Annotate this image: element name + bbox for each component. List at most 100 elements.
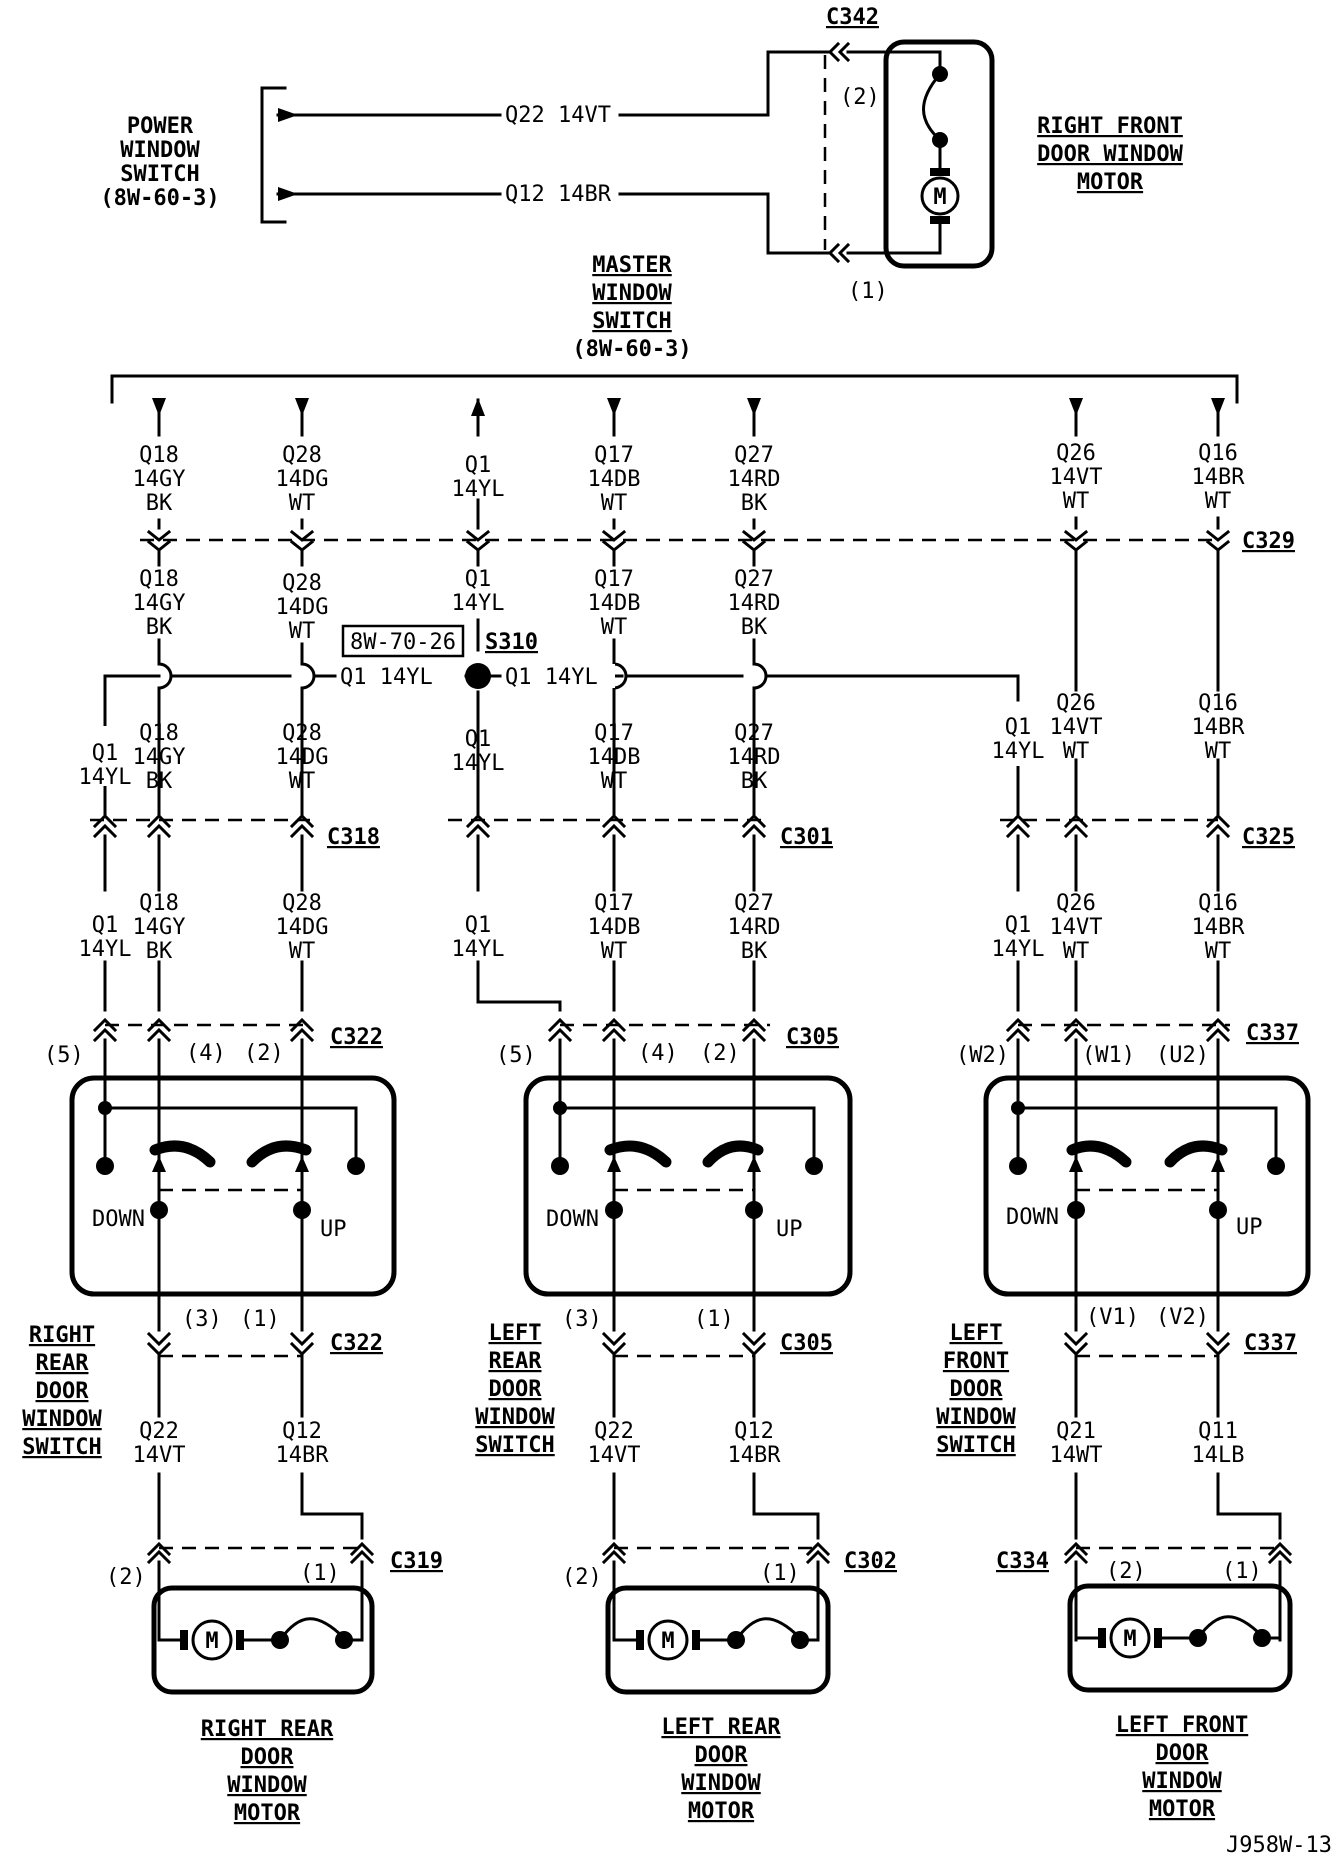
m6a: Q27 — [734, 891, 774, 916]
tw0c: BK — [146, 491, 173, 516]
upper-switch-wires — [103, 960, 1220, 1012]
tw0b: 14GY — [133, 467, 186, 492]
rr-sw-name3: WINDOW — [22, 1407, 102, 1432]
l7b: 14VT — [1050, 715, 1103, 740]
rr-switch-box — [69, 1075, 397, 1297]
mw0c: BK — [146, 615, 173, 640]
power-window-switch-line1: POWER — [127, 114, 194, 139]
rr-motor-m: M — [205, 1629, 218, 1654]
master-switch-line4: (8W-60-3) — [572, 337, 691, 362]
lf-pinv2: (V2) — [1156, 1305, 1209, 1330]
rr-sw-name4: SWITCH — [22, 1435, 101, 1460]
m6b: 14RD — [728, 915, 781, 940]
c329-label: C329 — [1242, 529, 1295, 554]
master-switch-line3: SWITCH — [592, 309, 671, 334]
lf-pinu2: (U2) — [1156, 1043, 1209, 1068]
lf-w2a: Q11 — [1198, 1419, 1238, 1444]
lf-pinv1: (V1) — [1086, 1305, 1139, 1330]
m2a: Q18 — [139, 891, 179, 916]
lower-switch-connectors: (3) (1) (3) (1) (V1) (V2) C322 C305 C337 — [146, 1305, 1297, 1418]
power-window-switch-group: POWER WINDOW SWITCH (8W-60-3) Q22 14VT Q… — [100, 5, 1183, 304]
c318-c301-c325-row: C318 C301 C325 — [90, 758, 1295, 892]
lf-w1a: Q21 — [1056, 1419, 1096, 1444]
l2a: Q18 — [139, 721, 179, 746]
lf-w2b: 14LB — [1192, 1443, 1245, 1468]
splice-wire-right: Q1 14YL — [505, 665, 598, 690]
lf-sw-name4: SWITCH — [936, 1433, 1015, 1458]
l4b: 14DB — [588, 745, 641, 770]
l4a: Q17 — [594, 721, 634, 746]
c322-upper-label: C322 — [330, 1025, 383, 1050]
c322-lower-label: C322 — [330, 1331, 383, 1356]
rf-motor-name1: RIGHT FRONT — [1037, 114, 1183, 139]
lf-sw-name1: FRONT — [943, 1349, 1009, 1374]
m8b: 14VT — [1050, 915, 1103, 940]
m5c: WT — [601, 939, 628, 964]
tw4c: BK — [741, 491, 768, 516]
lf-up-label: UP — [1236, 1215, 1263, 1240]
tw6a: Q16 — [1198, 441, 1238, 466]
right-rear-door-window-motor: M — [151, 1564, 375, 1695]
master-window-switch-group: MASTER WINDOW SWITCH (8W-60-3) — [110, 253, 1239, 404]
rr-m-pin2: (2) — [106, 1565, 146, 1590]
mid-wires — [103, 563, 1220, 812]
rr-w2b: 14BR — [276, 1443, 330, 1468]
rr-pin2: (2) — [244, 1041, 284, 1066]
rr-pin3: (3) — [182, 1307, 222, 1332]
master-switch-line1: MASTER — [592, 253, 672, 278]
lr-m-name1: DOOR — [695, 1743, 749, 1768]
lf-sw-name2: DOOR — [950, 1377, 1004, 1402]
rf-motor-arc — [922, 71, 943, 143]
lf-motor-m: M — [1123, 1627, 1136, 1652]
c302-label: C302 — [844, 1549, 897, 1574]
splice-wire-left: Q1 14YL — [340, 665, 433, 690]
power-window-switch-line4: (8W-60-3) — [100, 186, 219, 211]
tw2a: Q1 — [465, 453, 492, 478]
lf-sw-name0: LEFT — [950, 1321, 1003, 1346]
mw2b: 14YL — [452, 591, 505, 616]
m5a: Q17 — [594, 891, 634, 916]
mw1c: WT — [289, 619, 316, 644]
s310-below-a: Q1 — [465, 727, 492, 752]
lr-m-name2: WINDOW — [681, 1771, 761, 1796]
lr-w2a: Q12 — [734, 1419, 774, 1444]
lr-m-pin1: (1) — [760, 1561, 800, 1586]
m5b: 14DB — [588, 915, 641, 940]
rf-motor-brush2 — [930, 216, 950, 224]
rr-up-label: UP — [320, 1217, 347, 1242]
c334-label: C334 — [996, 1549, 1049, 1574]
lr-down-label: DOWN — [546, 1207, 599, 1232]
mw3b: 14DB — [588, 591, 641, 616]
wire-q22-rf-cont — [618, 50, 832, 117]
tw4b: 14RD — [728, 467, 781, 492]
q1-left-bg — [338, 664, 456, 688]
l3b: 14DG — [276, 745, 329, 770]
rf-motor-symbol — [920, 176, 960, 216]
lr-sw-name4: SWITCH — [475, 1433, 554, 1458]
tw5a: Q26 — [1056, 441, 1096, 466]
m9a: Q16 — [1198, 891, 1238, 916]
l1b: 14YL — [79, 765, 132, 790]
lf-m-pin2: (2) — [1106, 1559, 1146, 1584]
mid-wire-labels: Q18 14GY BK Q28 14DG WT Q1 14YL Q17 14DB… — [133, 567, 781, 644]
l3c: WT — [289, 769, 316, 794]
lf-m-name0: LEFT FRONT — [1116, 1713, 1248, 1738]
motor-wire-labels: Q22 14VT Q12 14BR Q22 14VT Q12 14BR Q21 … — [133, 1419, 1245, 1468]
c305-upper-label: C305 — [786, 1025, 839, 1050]
lr-w1a: Q22 — [594, 1419, 634, 1444]
rf-motor-name3: MOTOR — [1077, 170, 1144, 195]
m7b: 14YL — [992, 937, 1045, 962]
motor-connectors: (2) (1) (2) (1) (2) (1) C319 C302 C334 — [106, 1541, 1293, 1642]
rr-pin4: (4) — [186, 1041, 226, 1066]
lf-pinw2: (W2) — [956, 1043, 1009, 1068]
tw2b: 14YL — [452, 477, 505, 502]
splice-s310: 8W-70-26 S310 Q1 14YL Q1 14YL Q1 14YL — [338, 624, 615, 776]
tw6b: 14BR — [1192, 465, 1246, 490]
c301-label: C301 — [780, 825, 833, 850]
rr-m-name0: RIGHT REAR — [201, 1717, 334, 1742]
rr-pin5: (5) — [44, 1043, 84, 1068]
lr-w2b: 14BR — [728, 1443, 782, 1468]
lr-up-label: UP — [776, 1217, 803, 1242]
tw1c: WT — [289, 491, 316, 516]
